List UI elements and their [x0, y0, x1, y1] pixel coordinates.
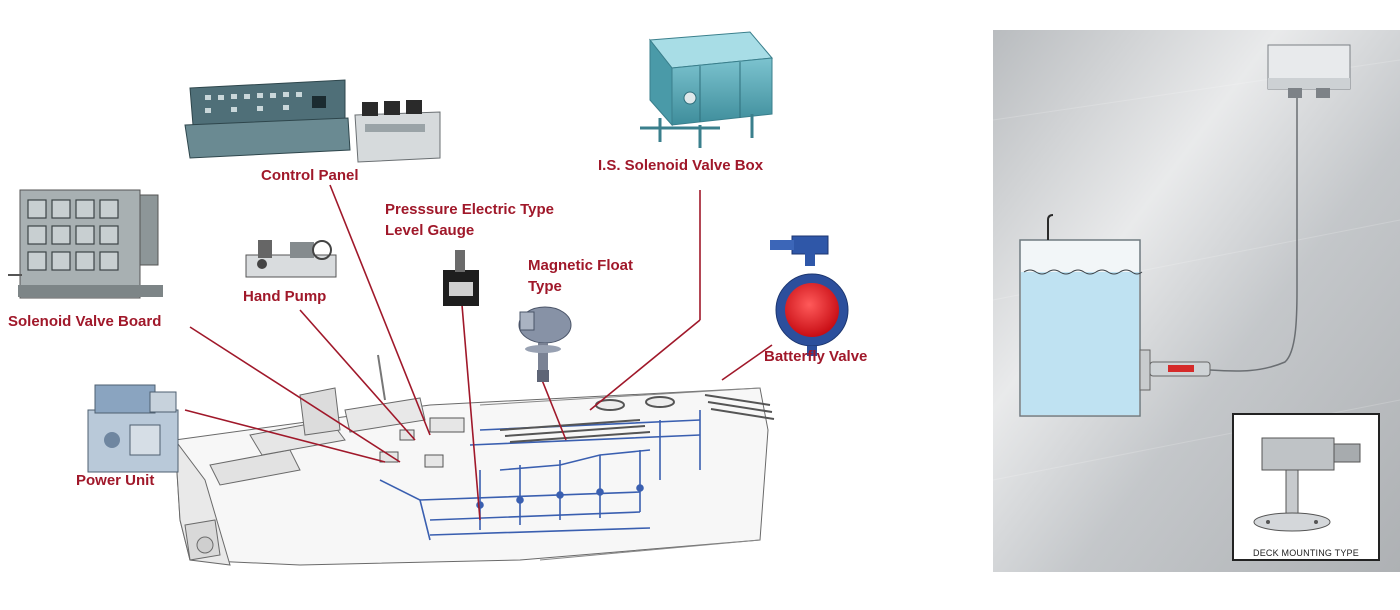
pressure-gauge-illustration — [443, 250, 479, 306]
junction-box-illustration — [1267, 44, 1351, 98]
control-panel-illustration — [184, 79, 441, 163]
label-magnetic-float-line1: Magnetic Float — [528, 257, 634, 274]
butterfly-valve-illustration — [770, 235, 849, 356]
label-solenoid-valve-board: Solenoid Valve Board — [8, 313, 162, 330]
label-power-unit: Power Unit — [76, 472, 155, 489]
label-pressure-gauge-line1: Presssure Electric Type — [385, 201, 554, 218]
label-pressure-gauge-line2: Level Gauge — [385, 222, 475, 239]
tank-illustration — [1019, 214, 1143, 417]
label-magnetic-float-line2: Type — [528, 278, 562, 295]
label-hand-pump: Hand Pump — [243, 288, 327, 305]
label-control-panel: Control Panel — [261, 167, 359, 184]
label-deck-mounting-type: DECK MOUNTING TYPE — [1253, 548, 1359, 558]
magnetic-float-illustration — [518, 306, 572, 382]
ship-hull — [174, 354, 769, 566]
label-is-solenoid-valve-box: I.S. Solenoid Valve Box — [598, 157, 764, 174]
deck-equipment-boxes — [379, 417, 465, 468]
hand-pump-illustration — [245, 240, 337, 278]
leader-lines — [184, 184, 773, 521]
level-transmitter-illustration — [1139, 95, 1298, 391]
solenoid-valve-board-illustration — [8, 189, 163, 299]
label-butterfly-valve: Batterfly Valve — [764, 348, 868, 365]
power-unit-illustration — [87, 384, 179, 473]
deck-pipe-rack — [499, 394, 775, 443]
pipe-network — [379, 410, 701, 541]
deck-mounting-inset — [1232, 413, 1380, 561]
is-solenoid-valve-box-illustration — [640, 31, 773, 148]
